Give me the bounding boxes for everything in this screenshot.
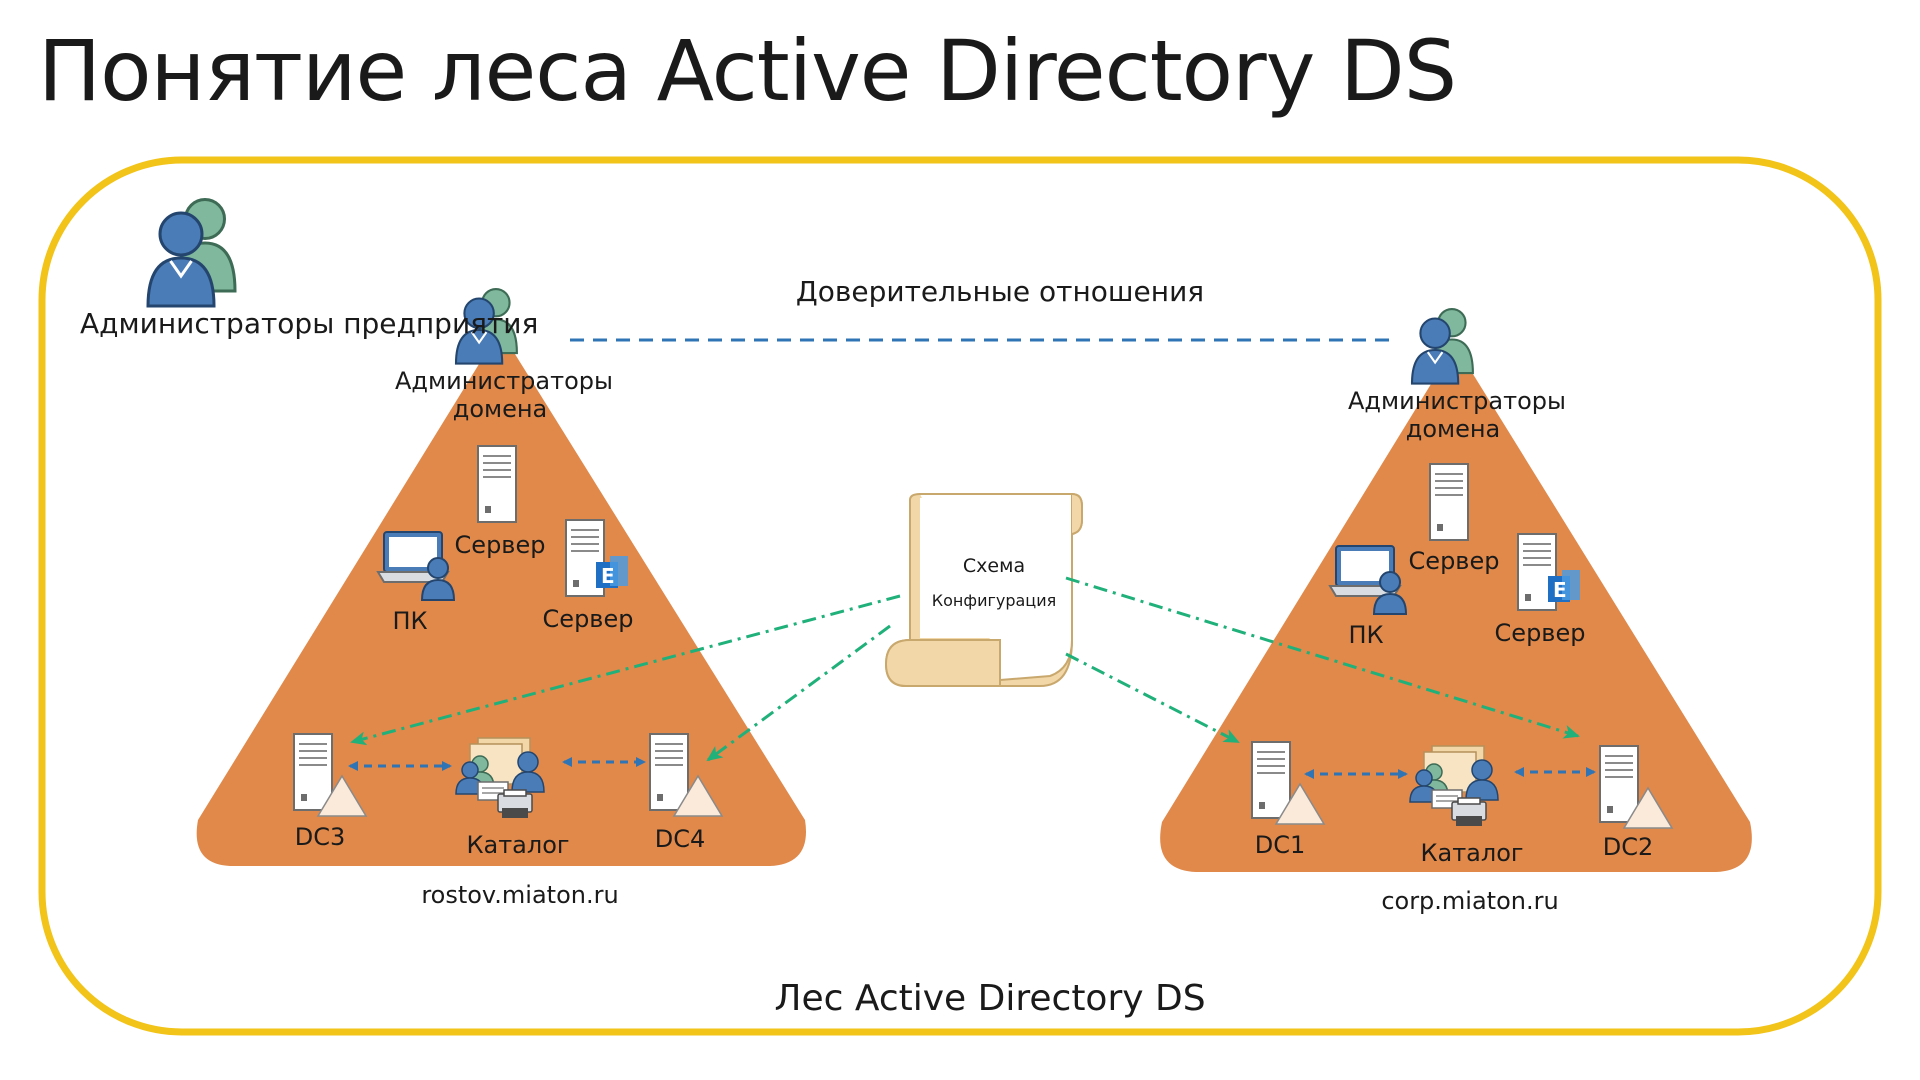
slide-title: Понятие леса Active Directory DS xyxy=(38,22,1457,120)
dc1-label: DC1 xyxy=(1254,831,1306,859)
schema-replication-arrow xyxy=(1065,576,1580,739)
pc-label: ПК xyxy=(1348,621,1384,649)
catalog-label: Каталог xyxy=(466,831,570,859)
server-icon xyxy=(477,445,517,523)
domain-admins-label-rostov: Администраторы домена xyxy=(395,367,613,423)
domain-admins-icon-corp xyxy=(1410,307,1474,385)
server-label: Сервер xyxy=(1408,547,1500,575)
dc3-server-icon xyxy=(293,733,333,811)
domain-triangle-rostov xyxy=(196,330,806,866)
schema-replication-arrow xyxy=(706,624,891,762)
scroll-icon xyxy=(884,493,1083,687)
enterprise-admins-label: Администраторы предприятия xyxy=(80,307,539,340)
server-icon xyxy=(1429,463,1469,541)
schema-replication-arrow xyxy=(1065,652,1240,744)
catalog-label: Каталог xyxy=(1420,839,1524,867)
domain-admins-label-corp: Администраторы домена xyxy=(1348,387,1566,443)
server-label: Сервер xyxy=(454,531,546,559)
domain-name-corp: corp.miaton.ru xyxy=(1381,887,1559,915)
scroll-schema-label: Схема xyxy=(962,555,1026,577)
domain-triangle-corp xyxy=(1160,345,1752,872)
forest-boundary xyxy=(38,156,1882,1036)
dc3-label: DC3 xyxy=(294,823,346,851)
dc4-server-icon xyxy=(649,733,689,811)
scroll-config-label: Конфигурация xyxy=(931,591,1057,610)
enterprise-admins-icon xyxy=(146,198,237,308)
trust-label: Доверительные отношения xyxy=(795,275,1205,308)
dc2-server-icon xyxy=(1599,745,1639,823)
dc4-label: DC4 xyxy=(654,825,706,853)
dc1-server-icon xyxy=(1251,741,1291,819)
dc2-label: DC2 xyxy=(1602,833,1654,861)
pc-label: ПК xyxy=(392,607,428,635)
forest-label: Лес Active Directory DS xyxy=(774,978,1206,1019)
server-label: Сервер xyxy=(542,605,634,633)
domain-name-rostov: rostov.miaton.ru xyxy=(421,881,619,909)
schema-replication-arrow xyxy=(350,594,901,746)
server-label: Сервер xyxy=(1494,619,1586,647)
